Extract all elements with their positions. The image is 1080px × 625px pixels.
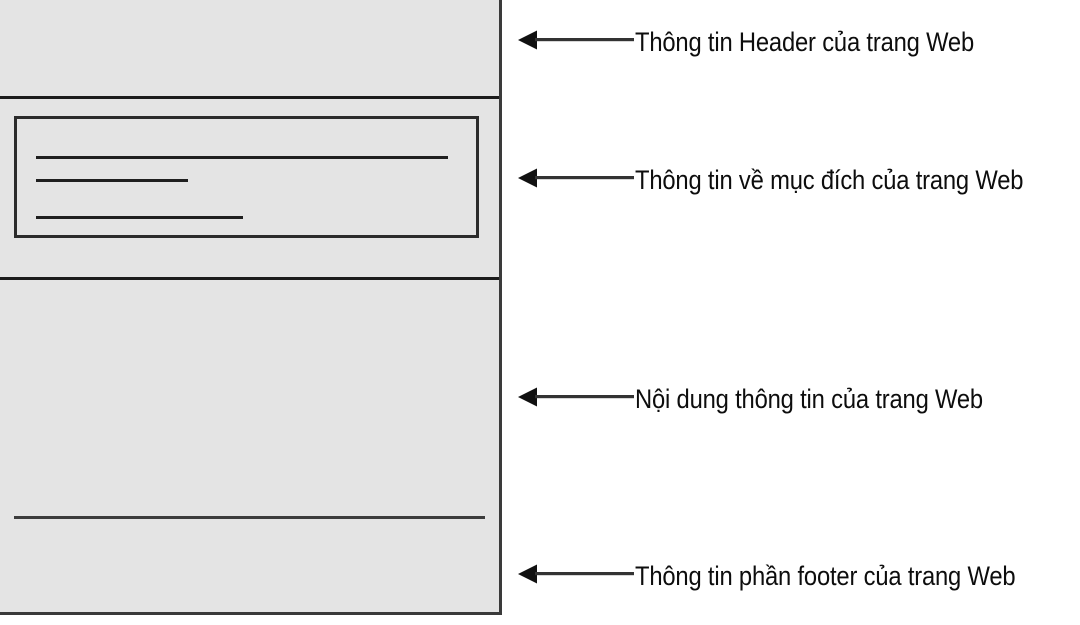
wireframe-text-line xyxy=(36,179,188,182)
arrow-left-icon xyxy=(516,29,634,56)
callout-label: Thông tin phần footer của trang Web xyxy=(635,560,1016,591)
wireframe-text-line xyxy=(36,156,448,159)
wireframe-panel xyxy=(0,0,502,615)
wireframe-footer-divider xyxy=(14,516,485,519)
wireframe-purpose-box xyxy=(14,116,479,238)
arrow-left-icon xyxy=(516,386,634,413)
callout-label: Thông tin về mục đích của trang Web xyxy=(635,164,1024,195)
arrow-left-icon xyxy=(516,563,634,590)
wireframe-purpose-region xyxy=(0,99,499,280)
callout-label: Thông tin Header của trang Web xyxy=(635,26,975,57)
callout-footer: Thông tin phần footer của trang Web xyxy=(516,559,1067,593)
wireframe-text-line xyxy=(36,216,243,219)
wireframe-header-region xyxy=(0,0,499,99)
callout-header: Thông tin Header của trang Web xyxy=(516,25,1020,59)
callout-content: Nội dung thông tin của trang Web xyxy=(516,382,1030,416)
callout-purpose: Thông tin về mục đích của trang Web xyxy=(516,163,1076,197)
arrow-left-icon xyxy=(516,167,634,194)
callout-label: Nội dung thông tin của trang Web xyxy=(635,383,983,414)
wireframe-content-region xyxy=(0,280,499,612)
